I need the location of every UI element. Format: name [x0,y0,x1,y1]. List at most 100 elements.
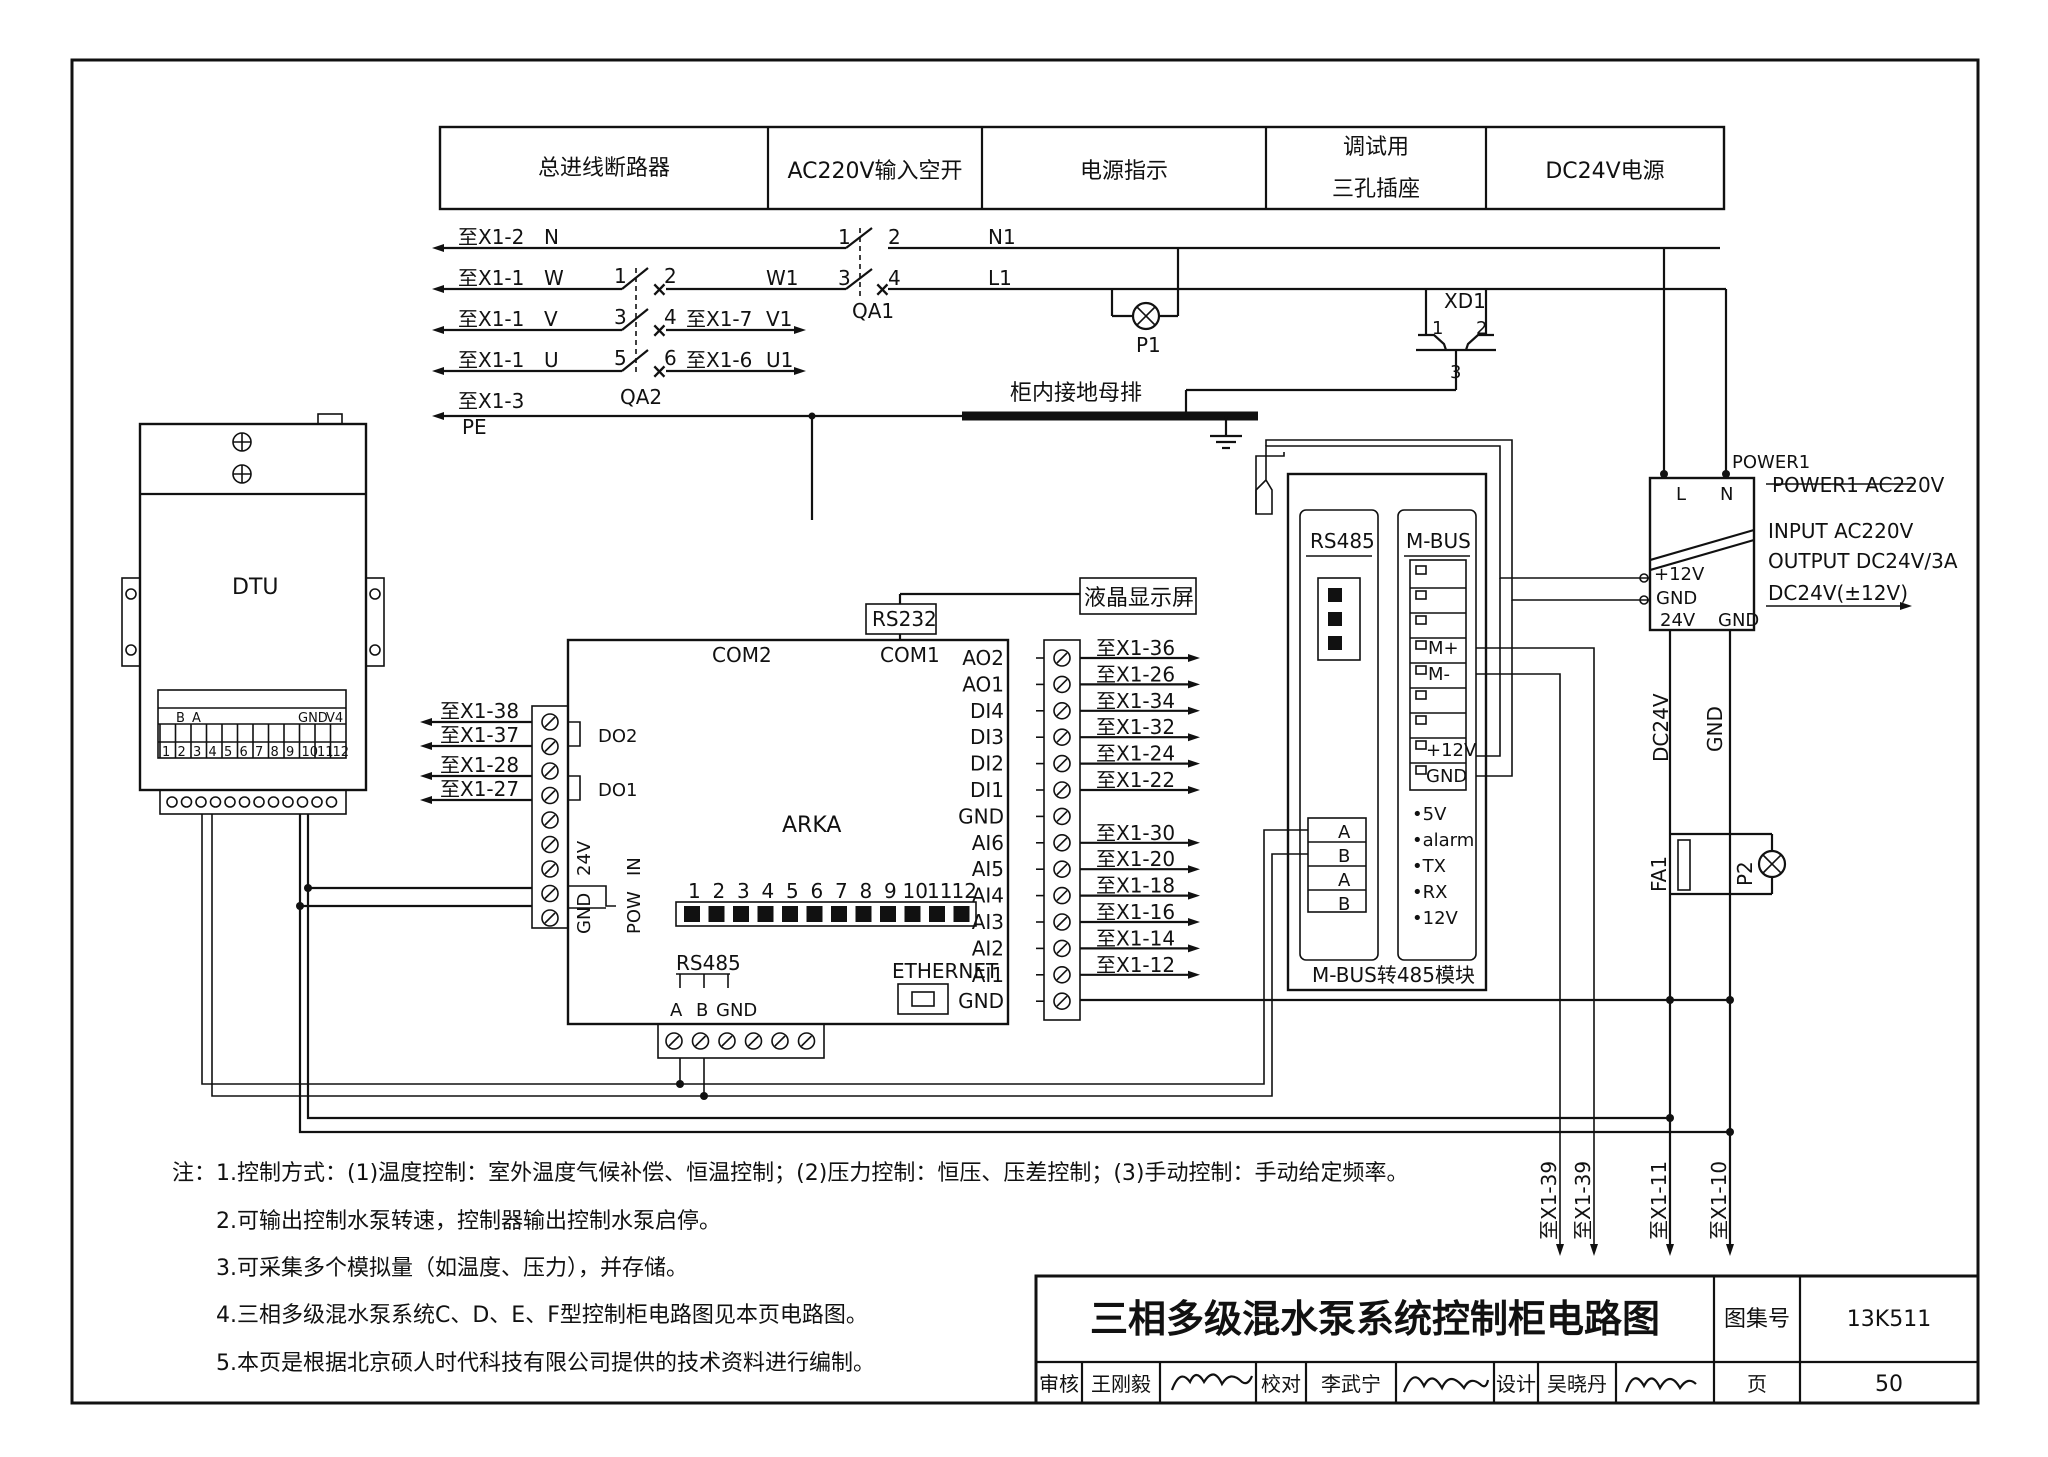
atlas-number: 13K511 [1847,1307,1931,1332]
svg-text:GND: GND [298,711,328,726]
svg-text:P1: P1 [1136,333,1161,357]
arka-right-screw [1053,701,1071,720]
mbus-slot [1415,665,1427,675]
dtu-terminal [311,796,323,808]
dtu-pin-9: 9 [286,745,294,760]
svg-text:至X1-1: 至X1-1 [458,348,524,372]
svg-text:5: 5 [614,346,627,370]
arka-left-screw [541,860,559,878]
arka-terminal-ai5: AI5 [972,857,1004,881]
svg-text:至X1-7: 至X1-7 [686,307,752,331]
svg-text:至X1-39: 至X1-39 [1537,1161,1561,1240]
arka-right-arrow [1080,733,1200,742]
arka-right-screw [1053,992,1071,1011]
svg-text:至X1-39: 至X1-39 [1571,1161,1595,1240]
svg-text:页: 页 [1747,1372,1767,1396]
mbus-module-caption: M-BUS转485模块 [1312,963,1475,987]
svg-text:M-BUS: M-BUS [1406,529,1471,553]
dtu-pin-10: 10 [302,745,319,760]
arka-slot-label-8: 8 [860,879,873,903]
arka-left-screw [541,909,559,927]
arka-right-target: 至X1-34 [1096,689,1175,713]
svg-text:COM1: COM1 [880,643,940,667]
note-3: 3.可采集多个模拟量（如温度、压力），并存储。 [216,1256,688,1281]
svg-text:FA1: FA1 [1647,856,1671,892]
svg-text:PE: PE [462,415,487,439]
dtu-pin-3: 3 [193,745,201,760]
dtu-pin-12: 12 [333,745,350,760]
arka-left-arrow [420,742,532,750]
svg-text:李武宁: 李武宁 [1321,1372,1381,1396]
svg-text:2: 2 [664,264,677,288]
svg-text:ETHERNET: ETHERNET [892,959,999,983]
arka-right-arrow [1080,891,1200,900]
header-debug-socket-2: 三孔插座 [1332,177,1420,202]
arka-left-screw [541,713,559,731]
arka-right-target: 至X1-12 [1096,953,1175,977]
arka-slot [733,906,749,922]
svg-text:图集号: 图集号 [1724,1307,1790,1332]
dtu-label: DTU [232,575,278,600]
svg-text:A: A [1338,870,1351,891]
svg-text:B: B [176,711,185,726]
svg-text:POWER1: POWER1 [1732,452,1810,473]
svg-text:校对: 校对 [1261,1372,1301,1396]
svg-text:RS232: RS232 [872,607,937,631]
mbus-slot [1415,765,1427,775]
svg-text:1: 1 [614,264,627,288]
header-main-breaker: 总进线断路器 [538,156,670,181]
svg-text:M+: M+ [1428,638,1459,659]
header-ac-input-switch: AC220V输入空开 [787,159,962,184]
svg-text:COM2: COM2 [712,643,772,667]
svg-text:2: 2 [888,225,901,249]
page-number: 50 [1875,1372,1903,1397]
svg-text:N: N [1720,484,1733,505]
svg-text:M-: M- [1428,664,1450,685]
svg-text:GND: GND [1426,766,1467,787]
arka-right-target: 至X1-32 [1096,715,1175,739]
svg-text:至X1-1: 至X1-1 [458,266,524,290]
arka-right-screw [1053,860,1071,879]
fa1-fuse [1677,839,1691,891]
arka-slot-label-9: 9 [884,879,897,903]
drawing-title: 三相多级混水泵系统控制柜电路图 [1090,1297,1660,1341]
mbus-slot [1415,740,1427,750]
arka-slot-label-11: 11 [927,879,952,903]
dtu-pin-7: 7 [255,745,263,760]
svg-text:×: × [651,359,668,383]
qa2-label: QA2 [620,385,662,409]
arka-rs485-screw [797,1032,816,1050]
arka-slot-label-7: 7 [835,879,848,903]
svg-text:W: W [544,266,564,290]
svg-text:至X1-2: 至X1-2 [458,225,524,249]
arka-slot-label-6: 6 [811,879,824,903]
arka-slot-label-4: 4 [762,879,775,903]
svg-text:A: A [670,1000,683,1021]
arka-slot-label-10: 10 [903,879,928,903]
arka-slot-label-3: 3 [737,879,750,903]
mbus-slot [1415,640,1427,650]
arka-right-screw [1053,781,1071,799]
arka-slot [929,906,945,922]
arka-right-arrow [1080,865,1200,874]
arka-right-screw [1053,728,1071,747]
svg-text:王刚毅: 王刚毅 [1091,1372,1151,1396]
arka-left-arrow [420,718,532,726]
svg-text:•RX: •RX [1412,882,1447,903]
arka-terminal-ai1: AI1 [972,963,1004,987]
svg-text:RS485: RS485 [1310,529,1375,553]
svg-text:至X1-3: 至X1-3 [458,389,524,413]
svg-text:DO2: DO2 [598,726,637,747]
arka-left-screw [541,762,559,780]
arka-right-arrow [1080,654,1200,662]
arka-right-screw [1053,754,1071,773]
arka-right-target: 至X1-30 [1096,821,1175,845]
arka-left-arrow [420,772,532,780]
mbus-slot [1415,615,1427,625]
note-1: 注：1.控制方式：(1)温度控制：室外温度气候补偿、恒温控制；(2)压力控制：恒… [172,1161,1408,1186]
svg-text:×: × [651,318,668,342]
arka-slot [782,906,798,922]
arka-terminal-ai3: AI3 [972,910,1004,934]
dtu-terminal [325,796,338,808]
header-table: 总进线断路器 AC220V输入空开 电源指示 调试用 三孔插座 DC24V电源 [438,125,1726,211]
